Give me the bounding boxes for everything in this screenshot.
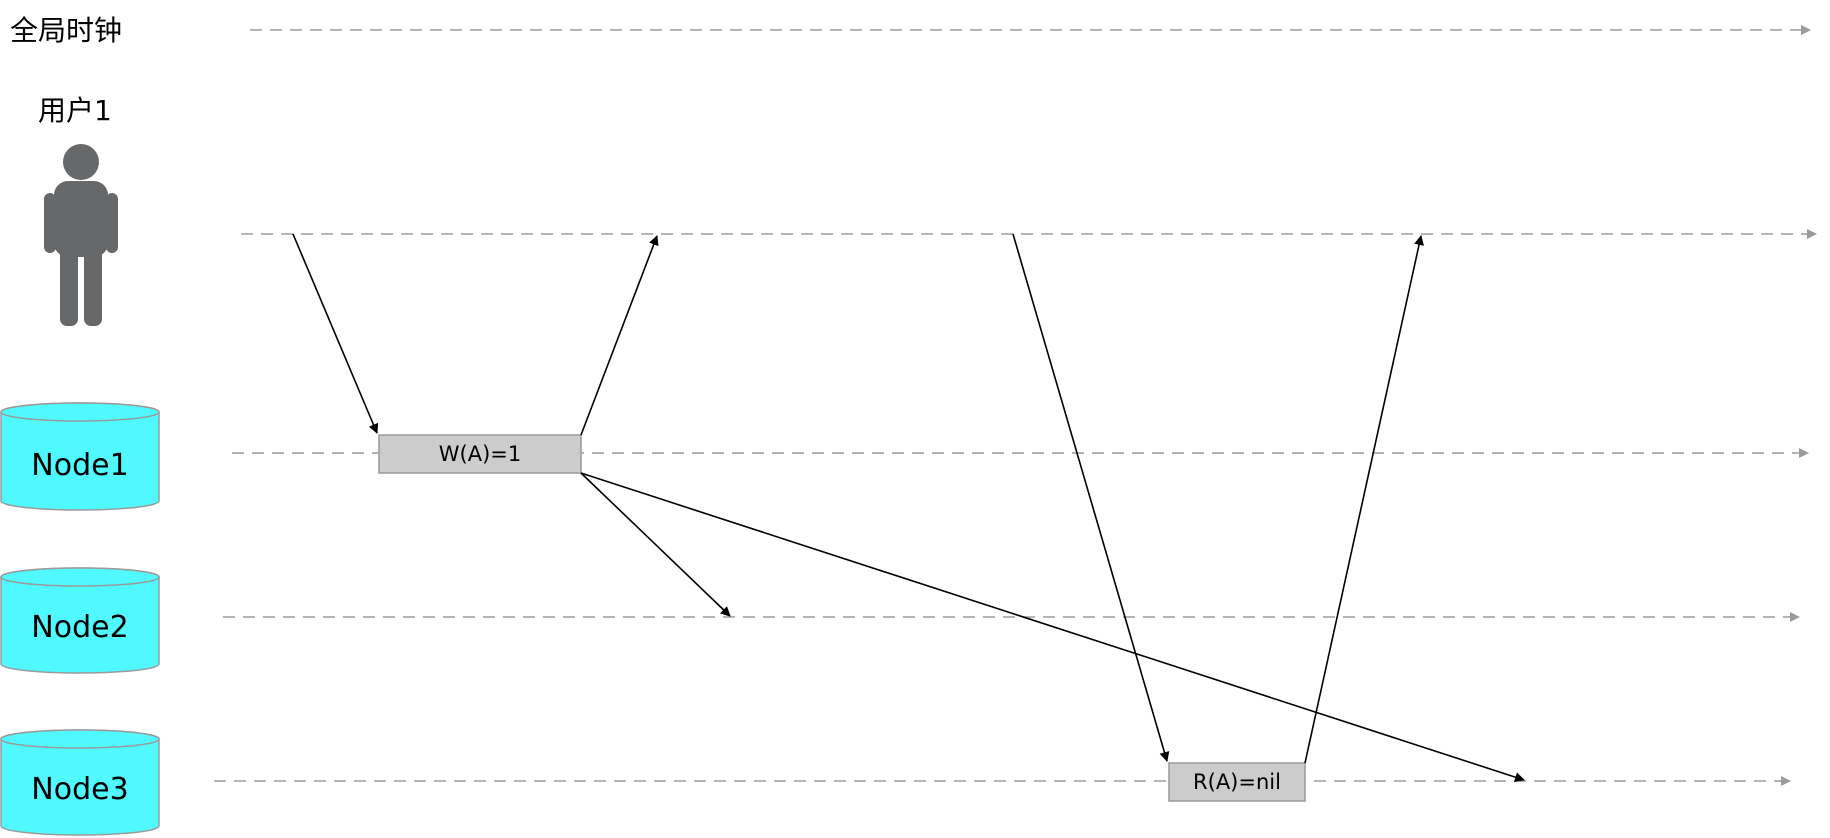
person-icon	[44, 144, 118, 326]
node3-label: Node3	[31, 772, 128, 807]
write-operation-box: W(A)=1	[378, 434, 582, 474]
node3-database: Node3	[0, 729, 160, 836]
read-request-arrow	[1012, 233, 1170, 762]
replicate-node3-arrow	[580, 472, 1525, 782]
read-response-arrow	[1304, 235, 1424, 764]
node2-label: Node2	[31, 610, 128, 645]
clock-label: 全局时钟	[10, 14, 122, 47]
replicate-node2-arrow	[580, 472, 731, 617]
user-label: 用户1	[38, 94, 112, 127]
read-operation-box: R(A)=nil	[1168, 762, 1306, 802]
node2-database: Node2	[0, 567, 160, 674]
read-operation-label: R(A)=nil	[1193, 770, 1281, 794]
write-ack-arrow	[580, 235, 659, 436]
write-request-arrow	[292, 233, 379, 434]
write-operation-label: W(A)=1	[439, 442, 521, 466]
node1-database: Node1	[0, 402, 160, 511]
node1-label: Node1	[31, 448, 128, 483]
